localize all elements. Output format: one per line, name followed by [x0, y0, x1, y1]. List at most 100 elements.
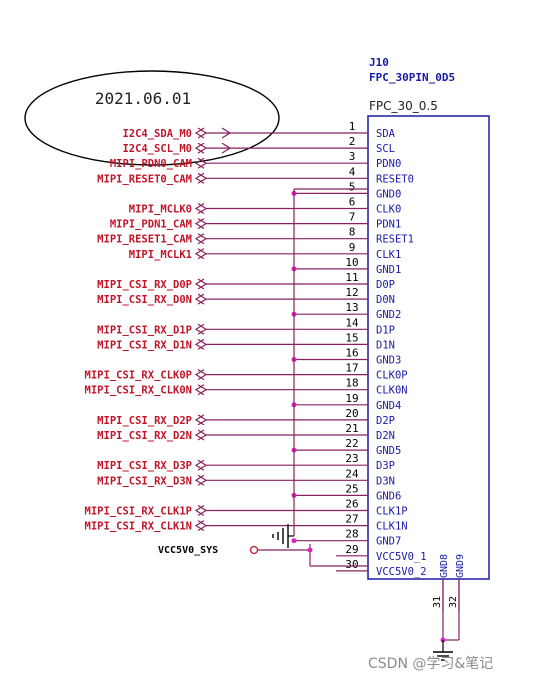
pin-number: 12	[345, 286, 358, 299]
pin-number: 5	[349, 180, 356, 193]
pin-number: 3	[349, 150, 356, 163]
net-label: MIPI_CSI_RX_CLK1P	[85, 506, 192, 518]
pin-name: VCC5V0_1	[376, 551, 427, 563]
part-ref: J10	[369, 56, 389, 69]
net-port-arrow	[194, 520, 205, 532]
net-port-arrow	[194, 218, 205, 230]
pin-number: 1	[349, 120, 356, 133]
net-label: MIPI_PDN0_CAM	[110, 158, 192, 170]
net-port-arrow	[194, 278, 205, 290]
pin-number: 14	[345, 316, 359, 329]
watermark: CSDN @学习&笔记	[368, 656, 493, 672]
net-label: MIPI_CSI_RX_D3N	[97, 475, 192, 487]
part-value: FPC_30PIN_0D5	[369, 71, 455, 84]
bottom-pins-group: 31 GND8 32 GND9	[432, 554, 466, 612]
pin-number: 16	[345, 347, 358, 360]
annotation-ellipse	[24, 70, 280, 166]
net-label: MIPI_CSI_RX_D2N	[97, 430, 192, 442]
pin-number: 4	[349, 165, 356, 178]
pin-number: 21	[345, 422, 358, 435]
net-port-arrow	[194, 127, 205, 139]
pin-number: 8	[349, 226, 356, 239]
pin-number: 11	[345, 271, 358, 284]
net-port-arrow	[194, 429, 205, 441]
net-port-arrow	[194, 459, 205, 471]
pin-name: D1N	[376, 339, 395, 351]
pin-name: CLK1N	[376, 521, 408, 533]
pin-name: CLK0N	[376, 385, 408, 397]
pin-name: RESET1	[376, 234, 414, 246]
ground-junction	[291, 538, 297, 544]
vcc-label: VCC5V0_SYS	[158, 545, 218, 556]
pin-name: GND2	[376, 309, 401, 321]
net-label: MIPI_CSI_RX_D2P	[97, 415, 192, 427]
pin-number: 29	[345, 543, 358, 556]
pin-number: 19	[345, 392, 358, 405]
pin-name: D3N	[376, 475, 395, 487]
net-label: MIPI_CSI_RX_CLK0N	[85, 385, 192, 397]
pin-name: GND5	[376, 445, 401, 457]
net-port-arrow	[194, 504, 205, 517]
bottom-pin-number: 32	[448, 596, 459, 608]
pin-number: 22	[345, 437, 358, 450]
pin-number: 13	[345, 301, 358, 314]
pin-name: D1P	[376, 324, 395, 336]
bottom-pin-name: GND8	[439, 554, 450, 578]
pin-name: GND7	[376, 536, 401, 548]
pin-name: GND4	[376, 400, 401, 412]
net-port-arrow	[194, 157, 205, 169]
net-label: MIPI_PDN1_CAM	[110, 219, 192, 231]
pin-name: D0P	[376, 279, 395, 291]
bottom-pin-number: 31	[432, 596, 443, 608]
pin-number: 23	[345, 452, 358, 465]
pin-number: 2	[349, 135, 356, 148]
pin-name: CLK0	[376, 204, 401, 216]
bidir-arrow	[221, 127, 232, 139]
pin-number: 27	[345, 513, 358, 526]
bottom-ground-symbol	[433, 640, 453, 661]
vcc-junction	[307, 547, 313, 553]
net-label: MIPI_CSI_RX_CLK0P	[85, 370, 192, 382]
pin-number: 18	[345, 377, 358, 390]
pin-number: 10	[345, 256, 358, 269]
pin-name: SCL	[376, 143, 395, 155]
pin-name: D2P	[376, 415, 395, 427]
net-port-arrow	[194, 248, 205, 260]
bottom-pin-name: GND9	[455, 554, 466, 578]
pin-name: GND0	[376, 188, 401, 200]
net-label: MIPI_CSI_RX_D3P	[97, 460, 192, 472]
pin-name: CLK0P	[376, 370, 408, 382]
pin-number: 9	[349, 241, 356, 254]
net-port-arrow	[194, 233, 205, 245]
net-port-arrow	[194, 293, 205, 305]
connector-body	[367, 115, 490, 580]
pin-name: CLK1P	[376, 506, 408, 518]
net-port-arrow	[194, 338, 205, 350]
pin-number: 20	[345, 407, 358, 420]
pin-number: 28	[345, 528, 358, 541]
net-label: I2C4_SCL_M0	[122, 143, 192, 155]
net-port-arrow	[194, 202, 205, 215]
net-port-arrow	[194, 323, 205, 335]
pin-number: 6	[349, 196, 356, 209]
pin-name: RESET0	[376, 173, 414, 185]
pin-number: 25	[345, 482, 358, 495]
net-label: MIPI_RESET1_CAM	[97, 234, 192, 246]
part-footprint: FPC_30_0.5	[369, 99, 438, 113]
pin-number: 15	[345, 331, 358, 344]
pin-number: 24	[345, 467, 359, 480]
vcc-port-circle	[249, 545, 259, 555]
net-port-arrow	[194, 474, 205, 486]
pin-name: D0N	[376, 294, 395, 306]
pins-group: 1SDA2SCL3PDN04RESET05GND06CLK07PDN18RESE…	[336, 120, 427, 578]
net-port-arrow	[194, 414, 205, 426]
net-port-arrow	[194, 369, 205, 381]
pin-number: 26	[345, 498, 358, 511]
pin-name: GND3	[376, 355, 401, 367]
pin-name: D3P	[376, 460, 395, 472]
net-port-arrow	[194, 384, 205, 396]
pin-number: 17	[345, 362, 358, 375]
net-port-arrow	[194, 142, 205, 154]
net-label: MIPI_CSI_RX_D1N	[97, 339, 192, 351]
